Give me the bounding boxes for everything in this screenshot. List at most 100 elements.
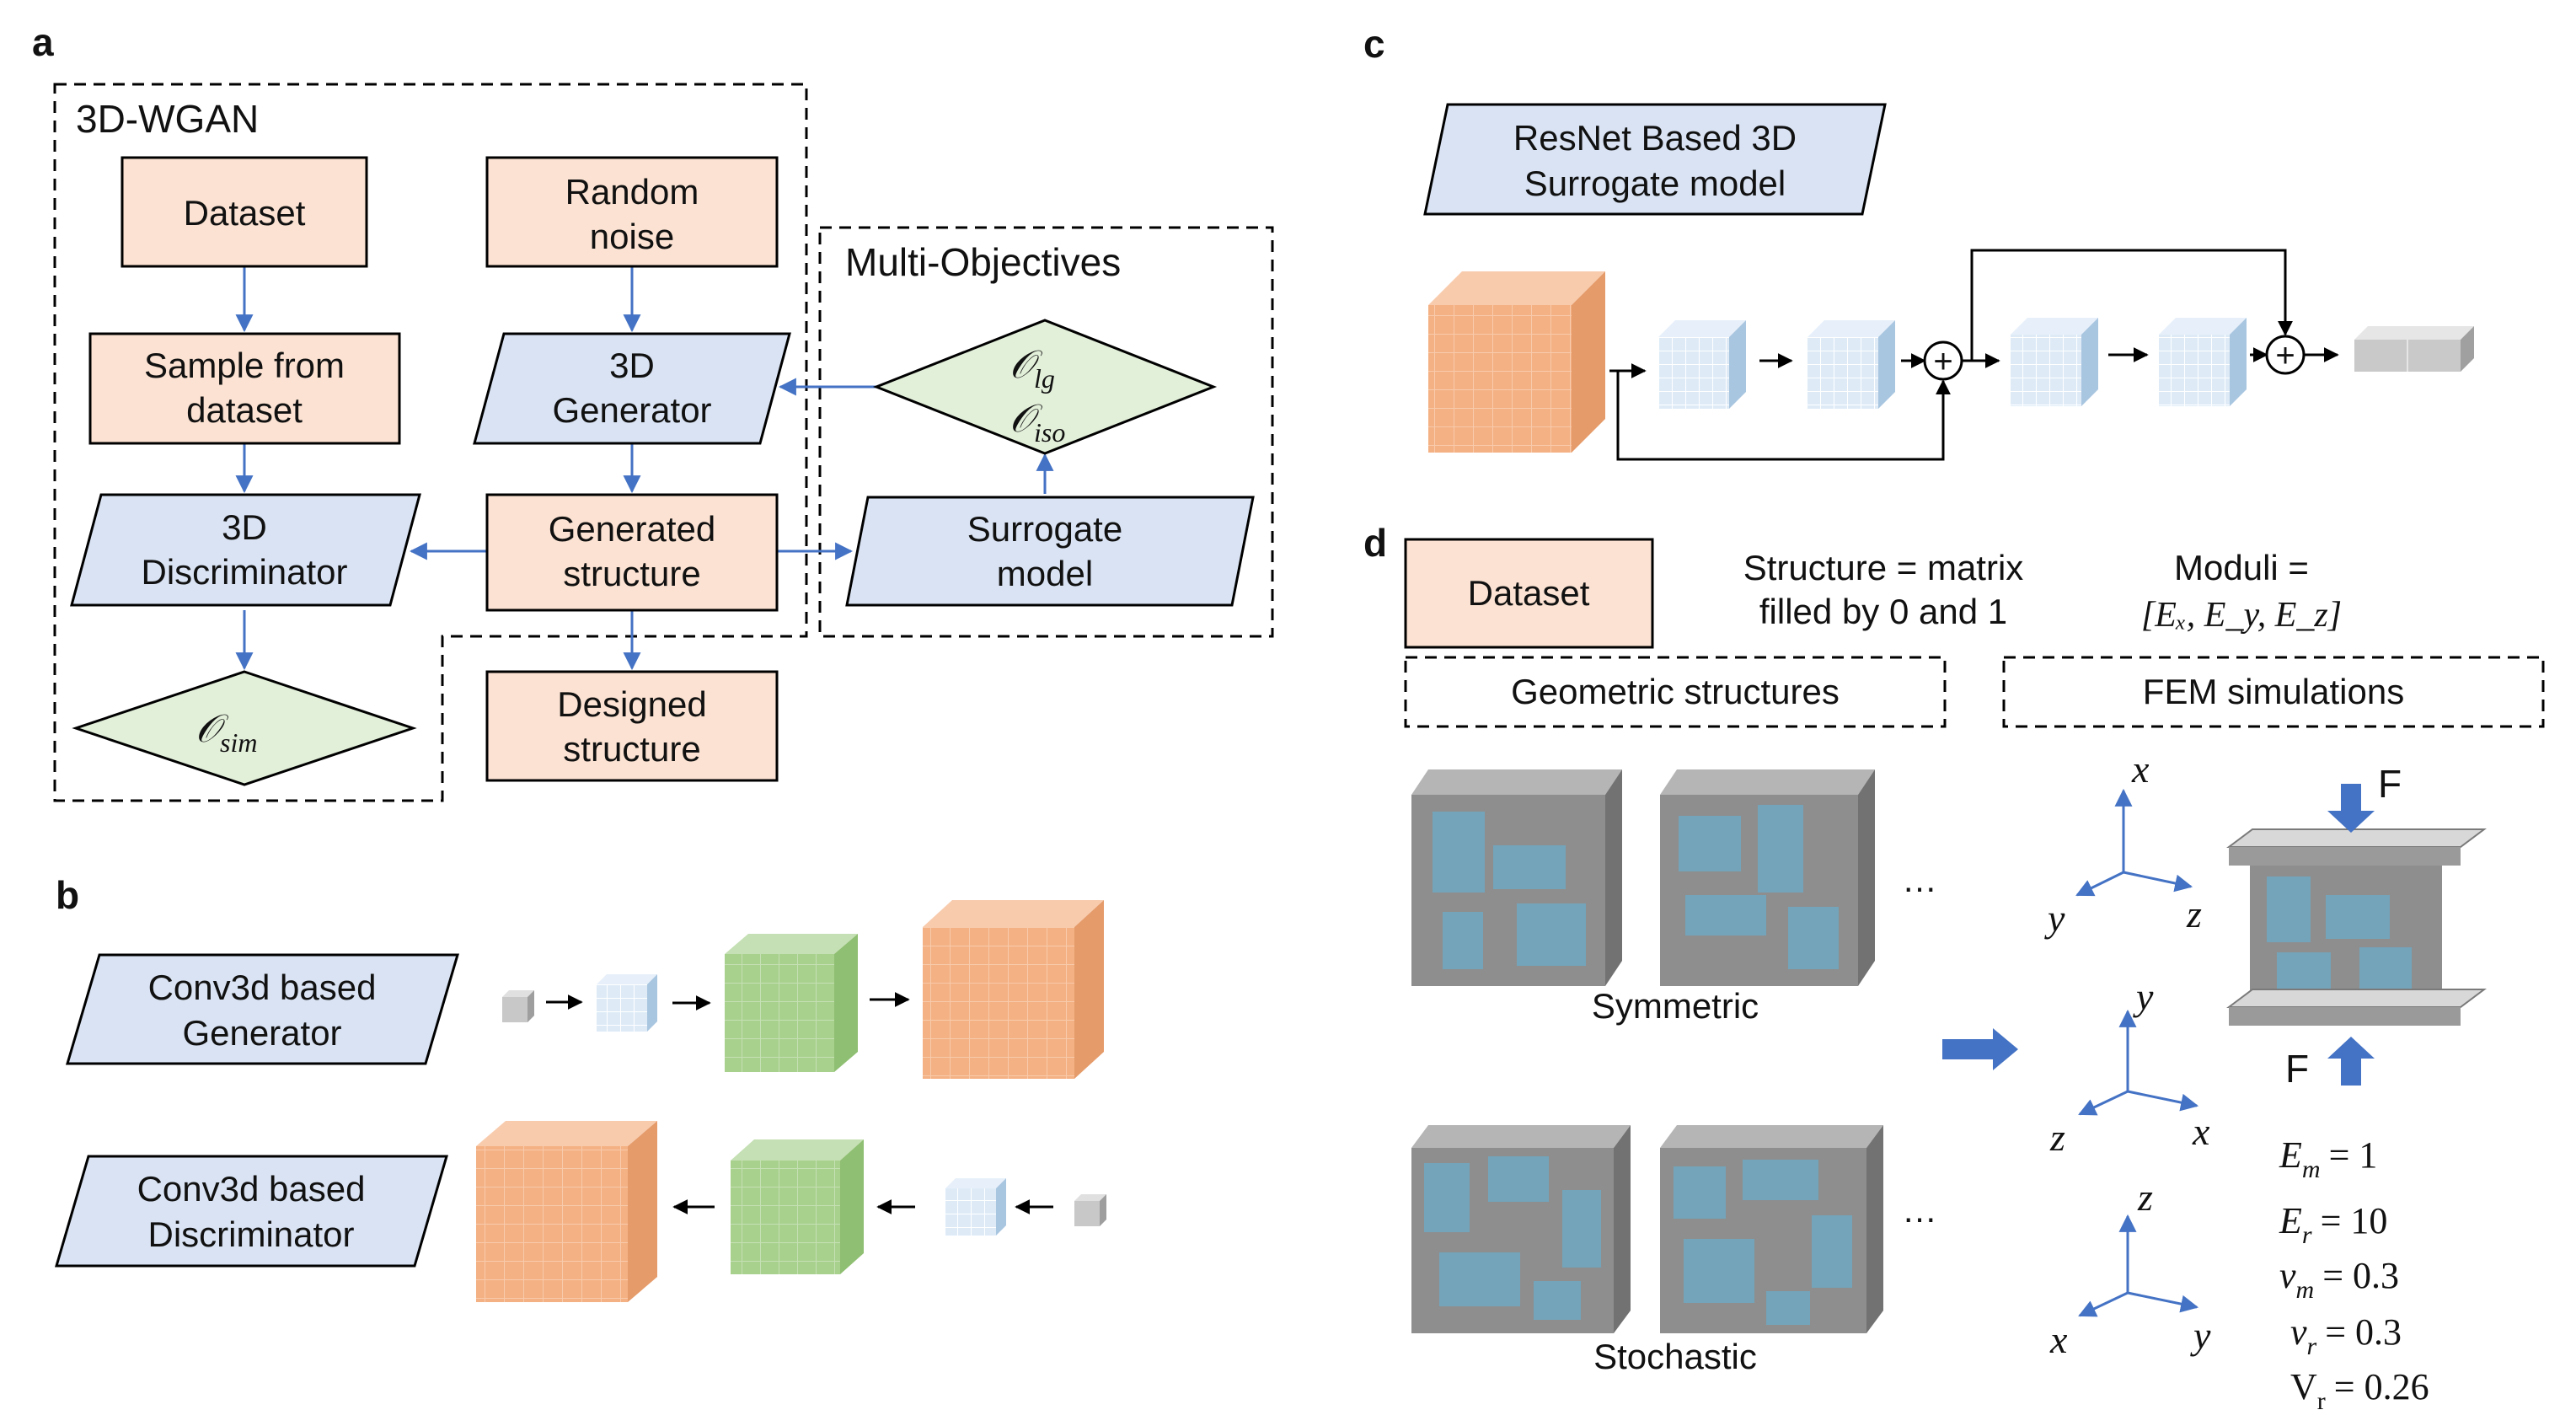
axis-label-3-left: x: [2049, 1318, 2068, 1361]
param-Em: Em= 1: [2279, 1134, 2377, 1183]
stochastic-structure-1: [1411, 1125, 1631, 1333]
svg-text:Sample from: Sample from: [144, 346, 345, 385]
random-noise-box: Random noise: [485, 156, 779, 268]
symmetric-label: Symmetric: [1592, 986, 1759, 1026]
axis-label-3-right: y: [2190, 1314, 2211, 1357]
structure-definition: Structure = matrix: [1743, 548, 2024, 587]
param-vr: νr= 0.3: [2290, 1311, 2402, 1360]
svg-text:Generated: Generated: [549, 509, 715, 549]
wgan-region-border: [53, 83, 808, 802]
stochastic-label: Stochastic: [1593, 1337, 1757, 1376]
objective-sim-diamond: 𝒪sim: [72, 670, 417, 786]
resnet-input-cube: [1428, 271, 1605, 453]
structure-definition-line-2: filled by 0 and 1: [1759, 592, 2007, 631]
svg-text:Discriminator: Discriminator: [141, 552, 347, 592]
dataset-box-d: Dataset: [1404, 538, 1654, 649]
panel-d-letter: d: [1363, 521, 1387, 565]
param-vm: νm= 0.3: [2279, 1255, 2399, 1304]
param-Vr: Vr= 0.26: [2290, 1366, 2429, 1415]
panel-a-arrows: [235, 266, 1054, 671]
symmetric-ellipsis: …: [1902, 860, 1937, 899]
resnet-block-3: [2011, 318, 2098, 406]
geometric-structures-label-box: Geometric structures: [1404, 656, 1947, 728]
force-label-bottom: F: [2285, 1047, 2309, 1091]
axis-label-1-up: x: [2131, 748, 2150, 791]
svg-text:+: +: [1933, 343, 1952, 380]
orange-output-cube: [923, 900, 1104, 1079]
axis-label-2-up: y: [2133, 975, 2154, 1018]
panel-b-letter: b: [56, 873, 79, 917]
residual-sum-node-2: +: [2265, 335, 2306, 375]
resnet-block-1: [1658, 320, 1746, 409]
symmetric-structure-1: [1411, 769, 1622, 986]
stochastic-ellipsis: …: [1902, 1190, 1937, 1230]
panel-d: d Dataset Structure = matrix filled by 0…: [1363, 521, 2545, 1415]
svg-text:3D: 3D: [609, 346, 655, 385]
resnet-block-2: [1807, 320, 1895, 409]
svg-text:Surrogate: Surrogate: [967, 509, 1122, 549]
orange-input-cube: [476, 1121, 657, 1302]
resnet-connections: [1609, 249, 2339, 461]
axes-triad-3: [2078, 1214, 2199, 1317]
svg-text:Generator: Generator: [552, 390, 711, 430]
axis-label-2-left: z: [2049, 1116, 2065, 1159]
svg-text:Discriminator: Discriminator: [147, 1214, 354, 1254]
compression-test-specimen: [2226, 828, 2487, 1026]
to-fem-arrow: [1942, 1028, 2018, 1070]
svg-text:+: +: [2275, 337, 2295, 374]
generator-pipeline: [502, 900, 1104, 1079]
conv3d-generator-box: Conv3d based Generator: [65, 953, 460, 1065]
svg-text:Surrogate model: Surrogate model: [1524, 164, 1786, 203]
axis-label-1-right: z: [2186, 893, 2202, 935]
axis-label-2-right: x: [2192, 1110, 2210, 1153]
panel-a: a 3D-WGAN Multi-Objectives Dataset Rando…: [32, 20, 1274, 802]
generated-structure-box: Generated structure: [485, 493, 779, 612]
symmetric-structure-2: [1660, 769, 1875, 986]
fem-simulations-label-box: FEM simulations: [2002, 656, 2545, 728]
axis-label-1-left: y: [2044, 897, 2065, 940]
resnet-title-box: ResNet Based 3D Surrogate model: [1423, 103, 1887, 216]
param-Er: Er= 10: [2279, 1200, 2387, 1249]
sample-from-dataset-box: Sample from dataset: [88, 332, 401, 445]
svg-text:Random: Random: [565, 172, 699, 212]
svg-text:dataset: dataset: [186, 390, 303, 430]
green-disc-cube: [731, 1139, 864, 1274]
svg-text:Dataset: Dataset: [1468, 573, 1590, 613]
svg-text:model: model: [997, 554, 1093, 593]
svg-text:structure: structure: [563, 729, 700, 769]
svg-text:ResNet Based 3D: ResNet Based 3D: [1513, 118, 1797, 158]
green-feature-cube: [725, 934, 858, 1072]
force-arrow-top: [2327, 784, 2375, 833]
resnet-output-cuboid: [2354, 326, 2474, 372]
discriminator-pipeline: [476, 1121, 1106, 1302]
surrogate-model-box: Surrogate model: [845, 496, 1255, 607]
3d-generator-box: 3D Generator: [473, 332, 791, 445]
blue-disc-cube: [945, 1178, 1006, 1236]
moduli-label: Moduli =: [2174, 548, 2309, 587]
svg-text:Geometric structures: Geometric structures: [1511, 672, 1840, 711]
designed-structure-box: Designed structure: [485, 670, 779, 782]
svg-text:Generator: Generator: [182, 1013, 341, 1053]
svg-text:3D: 3D: [222, 507, 267, 547]
conv3d-discriminator-box: Conv3d based Discriminator: [54, 1155, 449, 1268]
axes-triad-1: [2075, 788, 2193, 897]
multi-objectives-title: Multi-Objectives: [845, 240, 1121, 284]
panel-a-letter: a: [32, 20, 54, 64]
svg-text:structure: structure: [563, 554, 700, 593]
resnet-block-4: [2159, 318, 2247, 406]
gray-latent-cube: [502, 990, 534, 1022]
stochastic-structure-2: [1660, 1125, 1883, 1333]
material-parameters: Em= 1 Er= 10 νm= 0.3 νr= 0.3 Vr= 0.26: [2279, 1134, 2429, 1415]
objective-lg-iso-diamond: 𝒪lg 𝒪iso: [872, 319, 1218, 455]
axis-label-3-up: z: [2137, 1176, 2153, 1219]
blue-feature-cube: [597, 974, 657, 1032]
gray-score-cube: [1074, 1194, 1106, 1226]
panel-c-letter: c: [1363, 22, 1385, 66]
panel-c: c ResNet Based 3D Surrogate model: [1363, 22, 2474, 461]
svg-text:noise: noise: [590, 217, 674, 256]
multi-objectives-region-border: [818, 226, 1274, 638]
axes-triad-2: [2078, 1009, 2199, 1116]
force-arrow-bottom: [2327, 1037, 2375, 1086]
dataset-box: Dataset: [120, 156, 368, 268]
